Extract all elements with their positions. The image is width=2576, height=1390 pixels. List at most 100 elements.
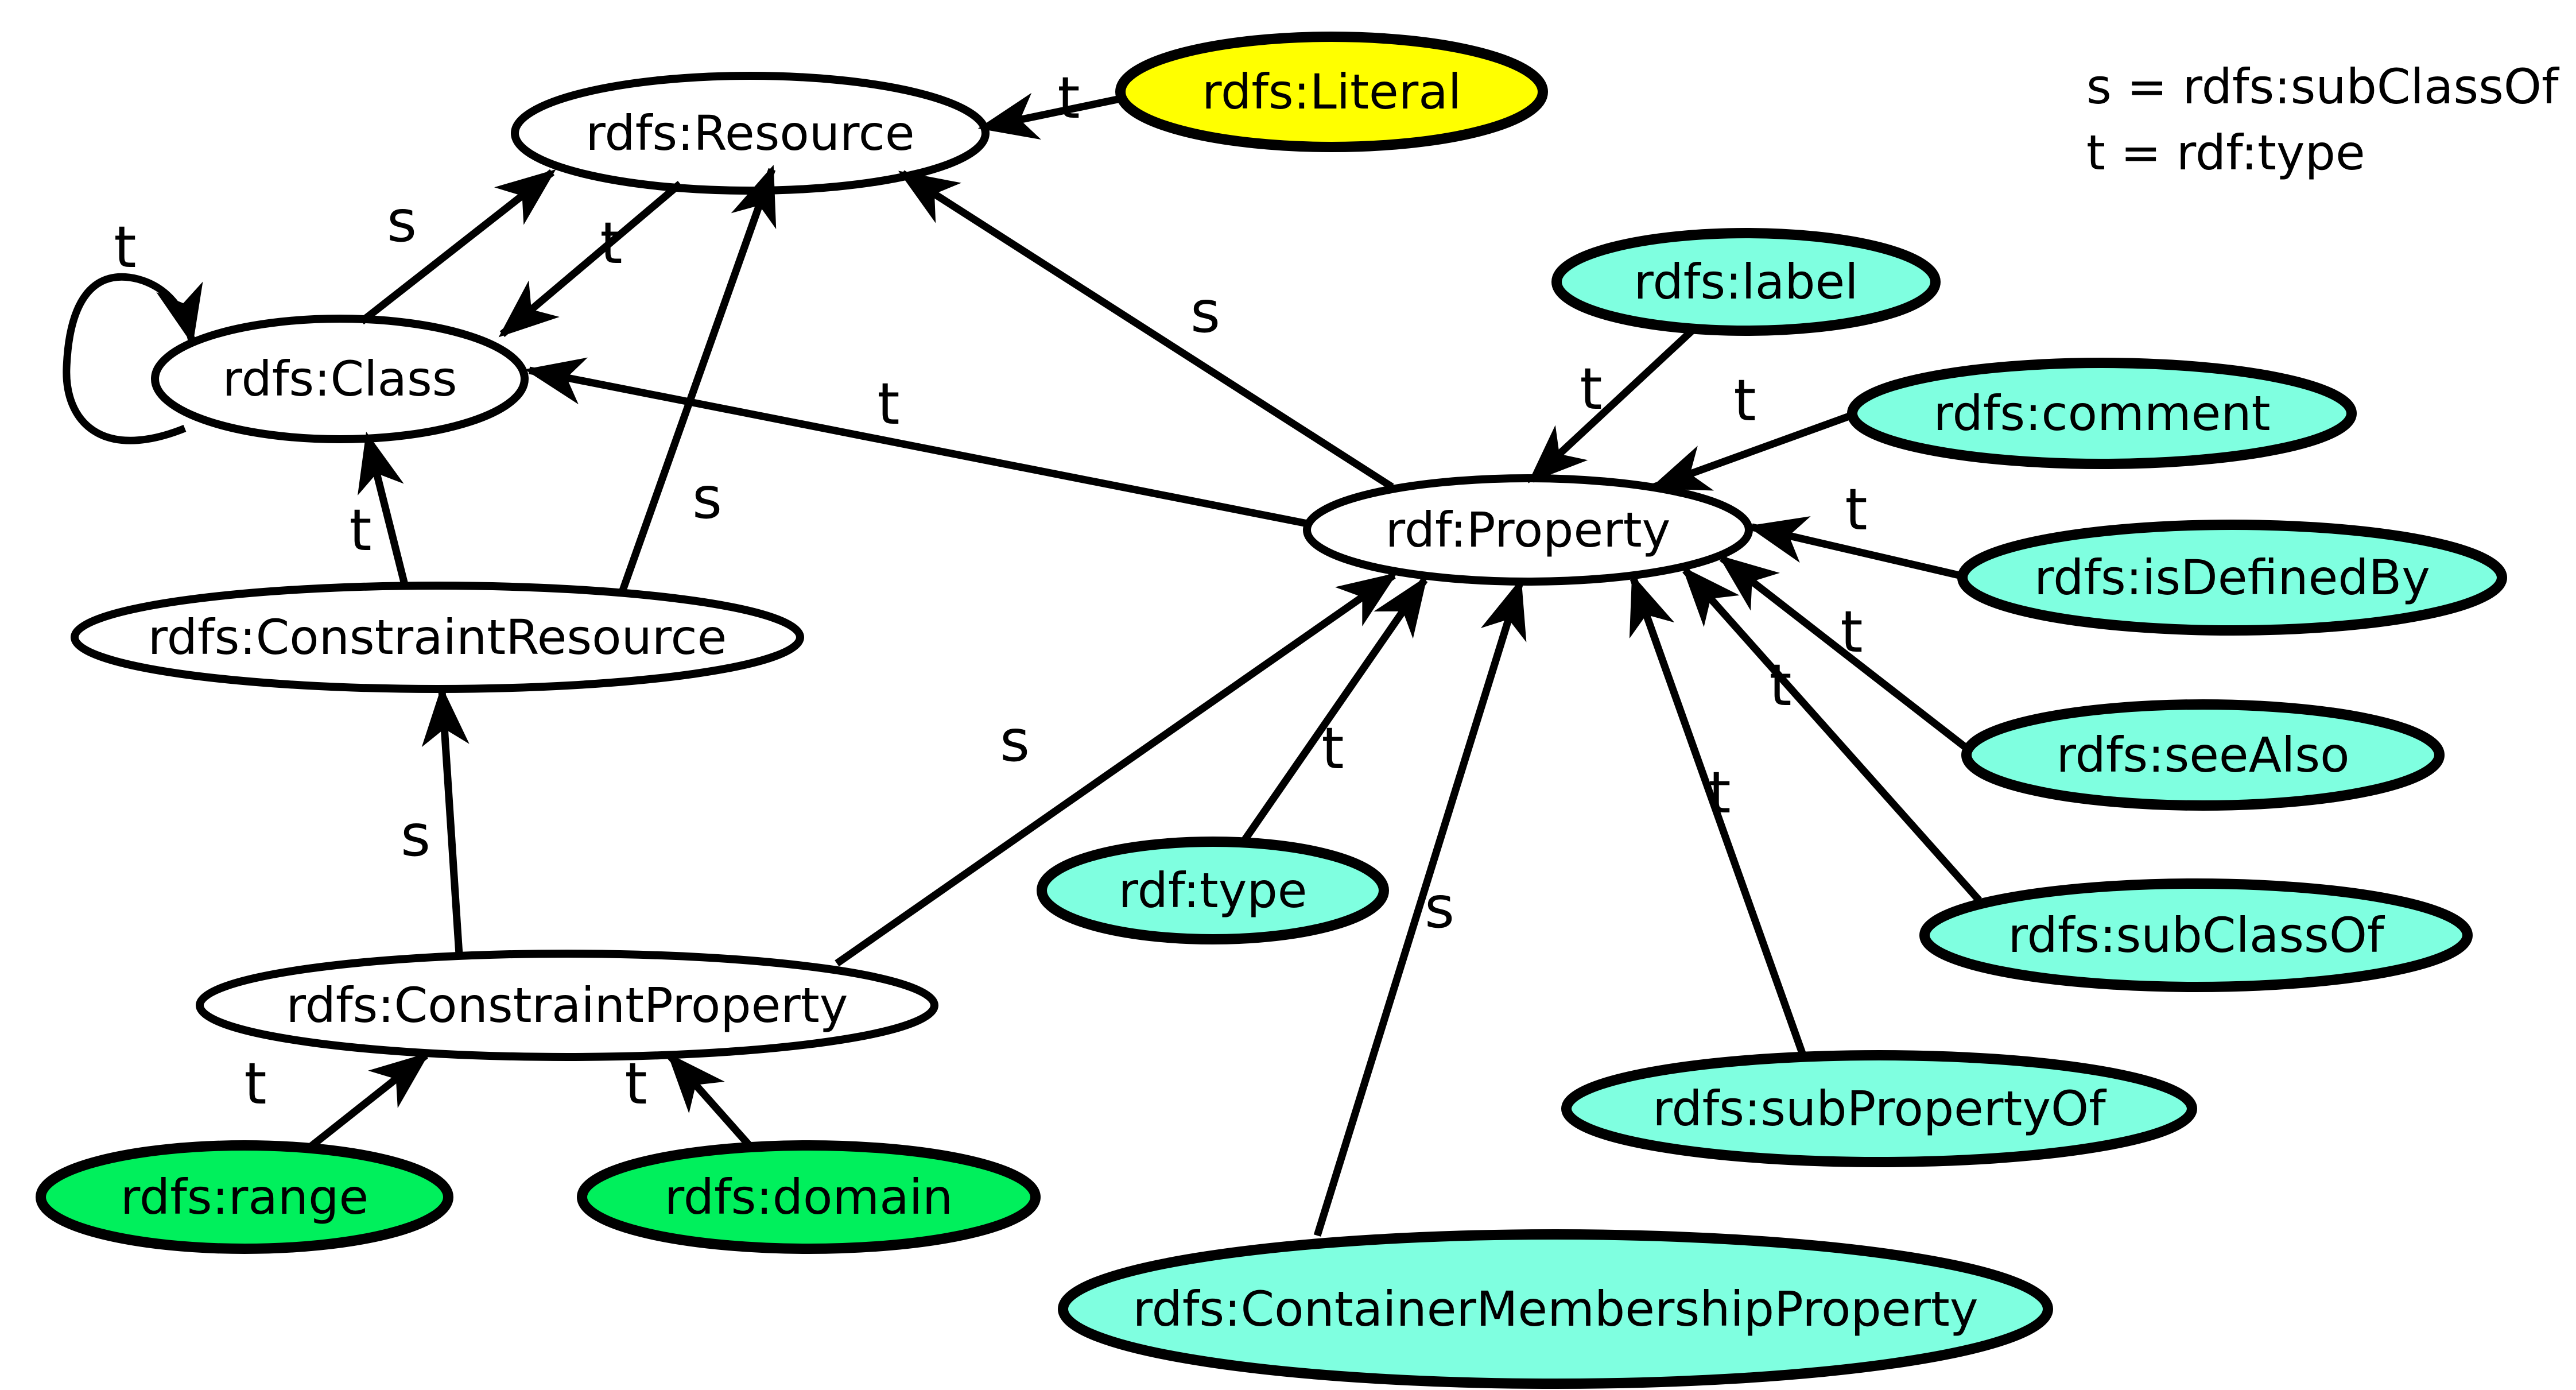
node-label-rdfs-isdefinedby: rdfs:isDefinedBy <box>2034 549 2430 606</box>
edge-line-rdfs-constraintresource--rdfs-class <box>358 431 409 588</box>
node-ellipse-rdf-type <box>1037 837 1389 944</box>
edge-label-rdfs-isdefinedby--rdf-property: t <box>1845 476 1867 543</box>
edge-label-rdfs-class--rdfs-resource: s <box>387 188 417 255</box>
edge-line-rdfs-resource--rdfs-class <box>498 181 683 338</box>
edge-label-rdfs-subpropertyof--rdf-property: t <box>1708 759 1731 826</box>
node-ellipse-rdfs-subpropertyof <box>1561 1050 2197 1167</box>
diagram-node-rdfs-subclassof: rdfs:subClassOf <box>1919 878 2473 992</box>
node-ellipse-rdfs-literal <box>1115 32 1548 152</box>
node-label-rdfs-domain: rdfs:domain <box>665 1169 953 1225</box>
edge-label-rdfs-literal--rdfs-resource: t <box>1057 64 1080 131</box>
edge-label-rdfs-constraintproperty--rdf-property: s <box>1000 707 1030 775</box>
node-ellipse-rdfs-domain <box>577 1140 1041 1254</box>
nodes-layer: rdfs:Resource rdfs:Literal rdfs:Class rdfs:… <box>36 32 2507 1389</box>
node-label-rdfs-class: rdfs:Class <box>222 351 457 407</box>
edge-line-rdf-property--rdfs-resource <box>898 170 1394 490</box>
edge-label-rdfs-comment--rdf-property: t <box>1733 367 1756 434</box>
diagram-edge-rdf-property--rdfs-resource: s <box>898 170 1394 490</box>
self-loop-path-rdfs-class <box>63 273 203 444</box>
node-label-rdfs-literal: rdfs:Literal <box>1202 64 1461 120</box>
diagram-edge-rdfs-literal--rdfs-resource: t <box>977 64 1122 140</box>
node-ellipse-rdfs-subclassof <box>1919 878 2473 992</box>
node-label-rdfs-subclassof: rdfs:subClassOf <box>2008 907 2385 963</box>
diagram-edge-rdfs-label--rdf-property: t <box>1527 327 1696 483</box>
diagram-edge-rdf-property--rdfs-class: t <box>524 357 1309 528</box>
diagram-edge-rdfs-constraintresource--rdfs-resource: s <box>619 165 777 592</box>
edge-line-rdfs-containermembershipproperty--rdf-property <box>1313 578 1527 1237</box>
node-ellipse-rdfs-containermembershipproperty <box>1058 1229 2053 1389</box>
edge-label-rdfs-seealso--rdf-property: t <box>1840 598 1863 665</box>
node-ellipse-rdfs-seealso <box>1961 699 2445 811</box>
edge-label-rdfs-domain--rdfs-constraintproperty: t <box>624 1050 647 1117</box>
diagram-node-rdfs-range: rdfs:range <box>36 1140 453 1254</box>
edge-label-rdfs-label--rdf-property: t <box>1580 355 1602 423</box>
diagram-edge-rdfs-subclassof--rdf-property: t <box>1682 566 1982 903</box>
diagram-node-rdfs-comment: rdfs:comment <box>1847 358 2357 469</box>
node-label-rdfs-constraintresource: rdfs:ConstraintResource <box>148 609 727 665</box>
node-label-rdfs-resource: rdfs:Resource <box>585 105 914 161</box>
diagram-node-rdfs-domain: rdfs:domain <box>577 1140 1041 1254</box>
diagram-edge-rdfs-resource--rdfs-class: t <box>498 181 683 338</box>
diagram-edge-rdfs-constraintresource--rdfs-class: t <box>349 431 409 588</box>
node-label-rdfs-range: rdfs:range <box>121 1169 368 1225</box>
self-loop-label-rdfs-class: t <box>114 214 136 281</box>
edge-label-rdfs-subclassof--rdf-property: t <box>1769 652 1791 719</box>
edge-line-rdfs-comment--rdf-property <box>1650 411 1856 491</box>
edge-line-rdf-type--rdf-property <box>1239 576 1428 845</box>
node-ellipse-rdfs-label <box>1551 228 1941 336</box>
edge-line-rdfs-seealso--rdf-property <box>1718 555 1971 753</box>
legend: s = rdfs:subClassOf t = rdf:type <box>2086 59 2560 181</box>
edge-line-rdfs-literal--rdfs-resource <box>977 92 1122 140</box>
edge-line-rdfs-constraintproperty--rdf-property <box>835 572 1398 967</box>
diagram-node-rdfs-resource: rdfs:Resource <box>511 72 990 195</box>
edge-label-rdfs-constraintresource--rdfs-resource: s <box>692 464 722 532</box>
diagram-edge-rdfs-domain--rdfs-constraintproperty: t <box>624 1050 755 1151</box>
node-label-rdf-property: rdf:Property <box>1386 502 1671 558</box>
diagram-edge-rdfs-seealso--rdf-property: t <box>1718 555 1971 753</box>
edge-line-rdfs-range--rdfs-constraintproperty <box>307 1052 430 1151</box>
diagram-edge-rdfs-subpropertyof--rdf-property: t <box>1629 574 1807 1058</box>
diagram-edge-rdfs-constraintproperty--rdf-property: s <box>835 572 1398 967</box>
diagram-node-rdfs-seealso: rdfs:seeAlso <box>1961 699 2445 811</box>
edge-line-rdfs-constraintresource--rdfs-resource <box>619 165 777 592</box>
edge-label-rdfs-range--rdfs-constraintproperty: t <box>244 1050 266 1117</box>
edge-label-rdf-property--rdfs-class: t <box>877 370 899 437</box>
diagram-node-rdfs-constraintproperty: rdfs:ConstraintProperty <box>196 950 938 1061</box>
node-label-rdfs-containermembershipproperty: rdfs:ContainerMembershipProperty <box>1132 1281 1978 1337</box>
diagram-node-rdfs-constraintresource: rdfs:ConstraintResource <box>71 582 804 693</box>
node-label-rdfs-seealso: rdfs:seeAlso <box>2056 727 2349 783</box>
diagram-edge-rdfs-range--rdfs-constraintproperty: t <box>244 1050 430 1151</box>
edge-label-rdfs-constraintproperty--rdfs-constraintresource: s <box>401 802 430 869</box>
edge-label-rdf-type--rdf-property: t <box>1321 715 1344 782</box>
diagram-node-rdfs-isdefinedby: rdfs:isDefinedBy <box>1957 520 2507 636</box>
node-label-rdf-type: rdf:type <box>1119 862 1308 919</box>
diagram-node-rdf-type: rdf:type <box>1037 837 1389 944</box>
node-label-rdfs-constraintproperty: rdfs:ConstraintProperty <box>286 977 848 1033</box>
diagram-edge-rdfs-constraintproperty--rdfs-constraintresource: s <box>401 686 470 955</box>
diagram-node-rdfs-label: rdfs:label <box>1551 228 1941 336</box>
edge-label-rdfs-resource--rdfs-class: t <box>600 210 622 277</box>
node-ellipse-rdfs-range <box>36 1140 453 1254</box>
diagram-node-rdfs-containermembershipproperty: rdfs:ContainerMembershipProperty <box>1058 1229 2053 1389</box>
diagram-edge-rdfs-comment--rdf-property: t <box>1650 367 1856 491</box>
edge-label-rdfs-constraintresource--rdfs-class: t <box>349 497 371 564</box>
edge-label-rdfs-containermembershipproperty--rdf-property: s <box>1425 874 1454 941</box>
edge-line-rdfs-constraintproperty--rdfs-constraintresource <box>421 686 470 955</box>
diagram-edge-rdfs-containermembershipproperty--rdf-property: s <box>1313 578 1527 1237</box>
legend-type-text: t = rdf:type <box>2086 125 2365 181</box>
edge-line-rdfs-label--rdf-property <box>1527 327 1696 483</box>
diagram-node-rdf-property: rdf:Property <box>1303 474 1753 586</box>
diagram-self-loop-rdfs-class: t <box>63 214 203 444</box>
diagram-edge-rdfs-isdefinedby--rdf-property: t <box>1747 476 1965 580</box>
node-label-rdfs-comment: rdfs:comment <box>1933 385 2270 442</box>
legend-subclassof-text: s = rdfs:subClassOf <box>2086 59 2560 115</box>
node-ellipse-rdfs-constraintproperty <box>196 950 938 1061</box>
diagram-node-rdfs-subpropertyof: rdfs:subPropertyOf <box>1561 1050 2197 1167</box>
node-label-rdfs-subpropertyof: rdfs:subPropertyOf <box>1652 1081 2107 1137</box>
edge-line-rdf-property--rdfs-class <box>524 357 1309 528</box>
node-label-rdfs-label: rdfs:label <box>1634 254 1858 310</box>
edge-line-rdfs-subclassof--rdf-property <box>1682 566 1982 903</box>
diagram-edge-rdfs-class--rdfs-resource: s <box>359 169 556 325</box>
